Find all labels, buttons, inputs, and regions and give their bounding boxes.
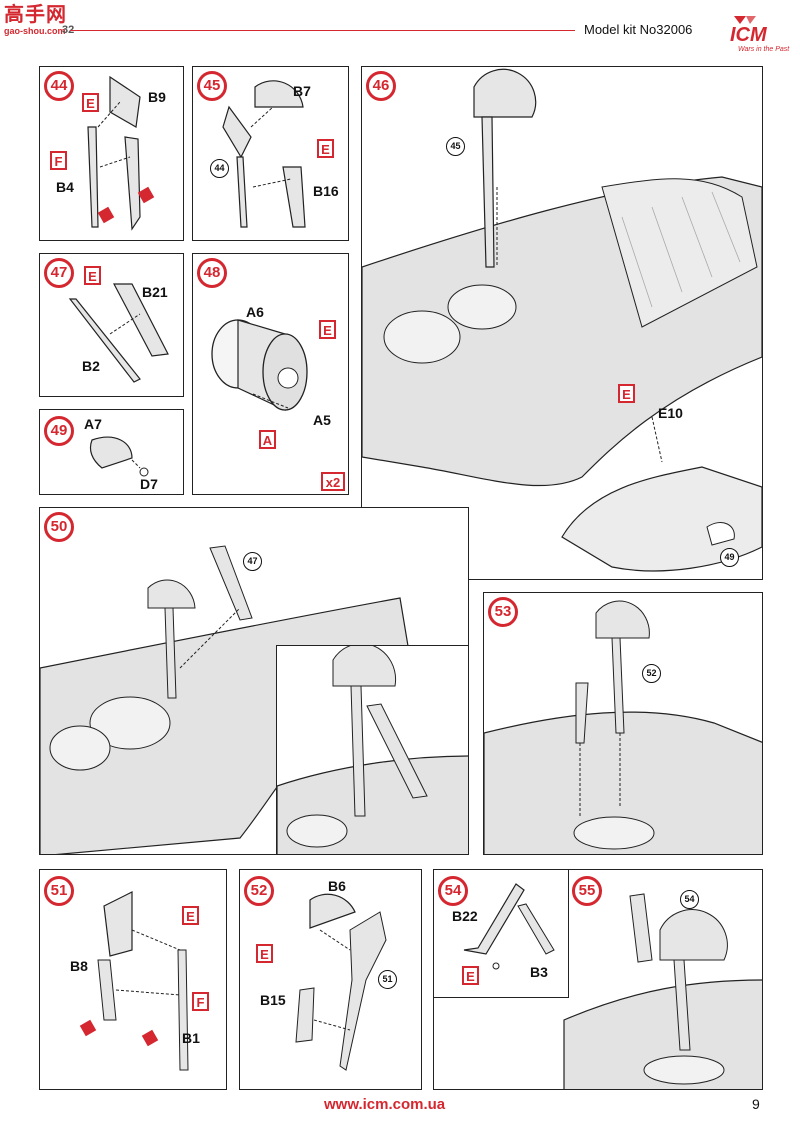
step-51-panel: 51 E F B8 B1	[39, 869, 227, 1090]
step-54-part-b3: B3	[530, 964, 548, 980]
step-47-number: 47	[44, 258, 74, 288]
site-logo: 高手网 gao-shou.com	[4, 4, 67, 36]
step-51-part-b1: B1	[182, 1030, 200, 1046]
step-51-part-b8: B8	[70, 958, 88, 974]
step-45-number: 45	[197, 71, 227, 101]
page-number: 9	[752, 1096, 760, 1112]
step-44-tag-f: F	[50, 151, 67, 170]
step-44-panel: 44 E F B9 B4	[39, 66, 184, 241]
step-55-illustration	[563, 893, 762, 1089]
step-48-number: 48	[197, 258, 227, 288]
step-52-illustration	[295, 893, 387, 1071]
step-45-ref: 44	[210, 159, 229, 178]
step-48-part-a5: A5	[313, 412, 331, 428]
footer-url[interactable]: www.icm.com.ua	[324, 1096, 446, 1113]
step-52-ref: 51	[378, 970, 397, 989]
step-51-tag-e: E	[182, 906, 199, 925]
step-50-inset-panel	[276, 645, 469, 855]
step-44-part-b4: B4	[56, 179, 74, 195]
brand-tagline: Wars in the Past	[738, 46, 790, 53]
step-54-part-b22: B22	[452, 908, 478, 924]
step-48-quantity: x2	[321, 472, 345, 491]
icm-logo-mark	[734, 16, 756, 24]
step-46-panel: 46 45 49 E E10	[361, 66, 763, 580]
step-46-ref-45: 45	[446, 137, 465, 156]
step-46-number: 46	[366, 71, 396, 101]
step-45-part-b7: B7	[293, 83, 311, 99]
step-47-part-b2: B2	[82, 358, 100, 374]
partial-number: 32	[62, 24, 75, 36]
step-53-panel: 53 52	[483, 592, 763, 855]
step-46-ref-49: 49	[720, 548, 739, 567]
step-49-panel: 49 A7 D7	[39, 409, 184, 495]
step-45-part-b16: B16	[313, 183, 339, 199]
step-48-part-a6: A6	[246, 304, 264, 320]
step-44-illustration	[87, 75, 155, 231]
step-53-ref: 52	[642, 664, 661, 683]
step-50-inset-illustration	[277, 646, 468, 854]
step-46-part-e10: E10	[658, 405, 683, 421]
step-52-part-b15: B15	[260, 992, 286, 1008]
step-44-part-b9: B9	[148, 89, 166, 105]
step-46-tag-e: E	[618, 384, 635, 403]
step-52-tag-e: E	[256, 944, 273, 963]
step-49-number: 49	[44, 416, 74, 446]
step-51-illustration	[79, 891, 189, 1071]
step-48-illustration	[211, 319, 308, 411]
step-54-number: 54	[438, 876, 468, 906]
header-rule	[70, 30, 575, 31]
step-52-number: 52	[244, 876, 274, 906]
step-46-illustration	[362, 68, 762, 572]
brand-name: ICM	[730, 24, 767, 46]
step-52-panel: 52 B6 E 51 B15	[239, 869, 422, 1090]
step-47-illustration	[68, 283, 169, 383]
step-48-tag-a: A	[259, 430, 276, 449]
step-45-tag-e: E	[317, 139, 334, 158]
step-47-tag-e: E	[84, 266, 101, 285]
step-47-part-b21: B21	[142, 284, 168, 300]
step-44-number: 44	[44, 71, 74, 101]
step-55-ref: 54	[680, 890, 699, 909]
step-53-illustration	[484, 600, 762, 854]
step-49-part-a7: A7	[84, 416, 102, 432]
step-54-tag-e: E	[462, 966, 479, 985]
step-49-illustration	[89, 436, 149, 477]
step-52-part-b6: B6	[328, 878, 346, 894]
step-45-illustration	[222, 80, 306, 228]
step-47-panel: 47 E B21 B2	[39, 253, 184, 397]
step-54-panel: 54 B22 E B3	[433, 869, 569, 998]
icm-logo: ICM Wars in the Past	[712, 14, 792, 56]
step-49-part-d7: D7	[140, 476, 158, 492]
step-54-illustration	[463, 883, 555, 970]
page-title: Model kit No32006	[584, 22, 693, 37]
step-55-number: 55	[572, 876, 602, 906]
step-50-ref: 47	[243, 552, 262, 571]
step-51-number: 51	[44, 876, 74, 906]
step-51-tag-f: F	[192, 992, 209, 1011]
step-48-tag-e: E	[319, 320, 336, 339]
site-logo-text: 高手网	[4, 4, 67, 26]
step-53-number: 53	[488, 597, 518, 627]
step-50-number: 50	[44, 512, 74, 542]
step-48-panel: 48 A6 A5 E A x2	[192, 253, 349, 495]
step-45-panel: 45 44 E B7 B16	[192, 66, 349, 241]
site-logo-sub: gao-shou.com	[4, 26, 66, 36]
step-44-tag-e: E	[82, 93, 99, 112]
